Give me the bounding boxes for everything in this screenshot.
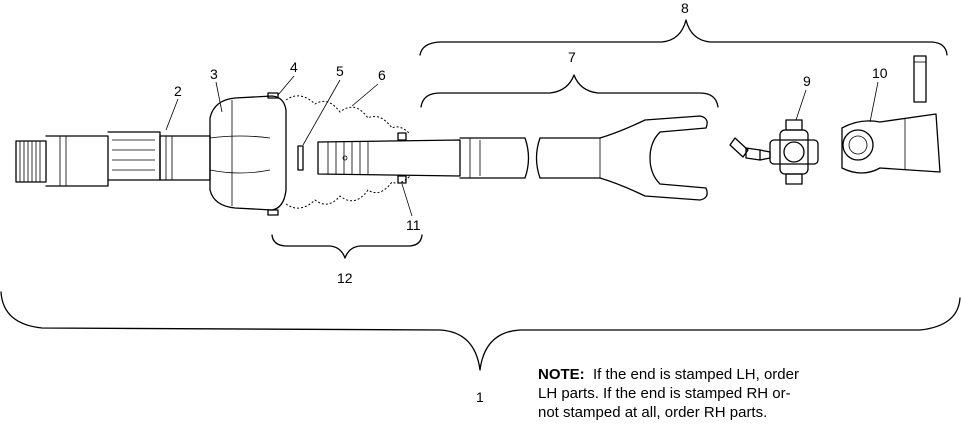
- pin: [913, 55, 927, 103]
- note-line-1: If the end is stamped LH, order: [593, 366, 799, 383]
- clamp-top: [267, 92, 279, 99]
- leader-3: [215, 81, 223, 113]
- yoke: [599, 115, 708, 201]
- leader-9: [795, 89, 807, 121]
- note-line-3: not stamped at all, order RH parts.: [538, 404, 768, 421]
- callout-12: 12: [337, 270, 353, 286]
- leader-4: [277, 75, 295, 96]
- clamp-bottom: [267, 209, 279, 216]
- brace-1: [0, 291, 961, 371]
- leader-6: [351, 83, 379, 107]
- inner-splined-shaft: [317, 132, 461, 184]
- callout-10: 10: [872, 65, 888, 81]
- parts-note: NOTE: If the end is stamped LH, order LH…: [538, 365, 868, 422]
- callout-4: 4: [290, 59, 298, 75]
- retaining-ring: [297, 145, 304, 171]
- callout-3: 3: [210, 66, 218, 82]
- cv-joint-housing: [209, 95, 287, 211]
- universal-joint-cross: [769, 119, 819, 185]
- callout-7: 7: [568, 49, 576, 65]
- callout-5: 5: [336, 63, 344, 79]
- leader-11: [401, 183, 413, 217]
- callout-1: 1: [476, 389, 484, 405]
- collar: [159, 135, 211, 181]
- callout-2: 2: [174, 83, 182, 99]
- leader-10: [869, 81, 879, 123]
- leader-5: [302, 79, 341, 146]
- callout-11: 11: [406, 217, 421, 233]
- note-line-2: LH parts. If the end is stamped RH or-: [538, 385, 791, 402]
- brace-12: [271, 234, 423, 259]
- shaft-tube: [459, 137, 601, 179]
- grease-fitting: [729, 137, 771, 161]
- callout-6: 6: [378, 67, 386, 83]
- splined-stub-shaft: [15, 131, 161, 187]
- callout-8: 8: [681, 0, 689, 16]
- callout-9: 9: [803, 73, 811, 89]
- brace-8: [419, 19, 948, 56]
- brace-7: [420, 74, 719, 108]
- note-label: NOTE:: [538, 366, 585, 383]
- leader-2: [165, 98, 179, 131]
- bracket: [841, 113, 941, 174]
- boot: [285, 95, 411, 209]
